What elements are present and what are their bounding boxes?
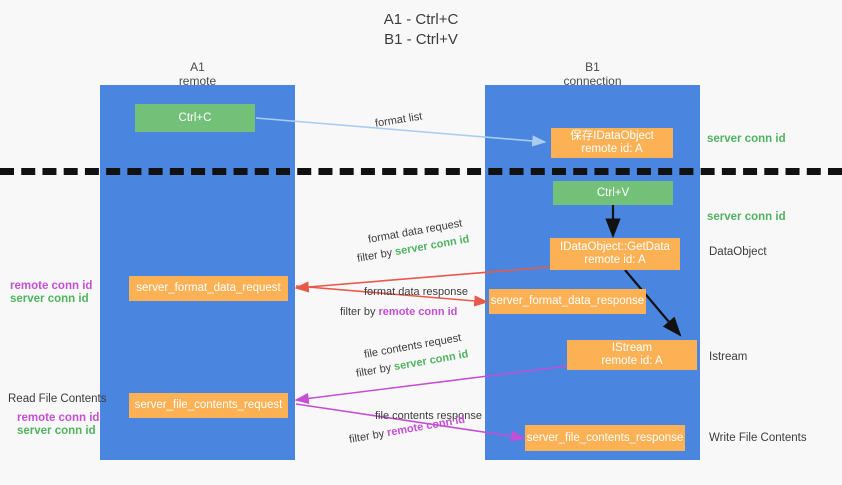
box-ctrl-v[interactable]: Ctrl+V	[553, 181, 673, 205]
caption-fcresp-filter-prefix: filter by	[348, 427, 386, 446]
box-ctrl-v-label: Ctrl+V	[596, 186, 630, 199]
column-b1-role: connection	[563, 74, 622, 88]
caption-fdresp-filter-prefix: filter by	[340, 306, 376, 318]
left-label-read-file-contents: Read File Contents	[8, 393, 107, 405]
box-server-format-data-request-label: server_format_data_request	[136, 282, 281, 294]
box-istream[interactable]: IStream remote id: A	[567, 340, 697, 370]
caption-fdr-filter-prefix: filter by	[356, 246, 394, 265]
box-getdata-subtitle: remote id: A	[584, 254, 646, 266]
column-a1-role: remote	[178, 74, 217, 88]
box-idataobject-getdata[interactable]: IDataObject::GetData remote id: A	[550, 238, 680, 270]
box-server-file-contents-response[interactable]: server_file_contents_response	[525, 425, 685, 451]
column-header-b1: B1 connection	[485, 60, 700, 88]
right-label-dataobject: DataObject	[709, 246, 767, 258]
right-label-server-conn-id-mid: server conn id	[707, 211, 786, 223]
box-server-format-data-response-label: server_format_data_response	[490, 295, 645, 307]
box-istream-title: IStream	[611, 342, 653, 354]
caption-format-list: format list	[374, 110, 424, 130]
title-line-2: B1 - Ctrl+V	[384, 31, 458, 48]
right-label-istream: Istream	[709, 351, 748, 363]
box-server-file-contents-request-label: server_file_contents_request	[134, 399, 283, 411]
column-header-a1: A1 remote	[100, 60, 295, 88]
box-ctrl-c-label: Ctrl+C	[178, 111, 212, 124]
caption-format-data-response-filter: filter by remote conn id	[340, 305, 457, 319]
title-line-1: A1 - Ctrl+C	[383, 11, 459, 28]
caption-fcr-filter-prefix: filter by	[355, 361, 393, 380]
left-label-remote-conn-id-1: remote conn id	[10, 280, 93, 292]
right-label-write-file-contents: Write File Contents	[709, 432, 807, 444]
caption-file-contents-response: file contents response	[375, 410, 483, 422]
box-istream-subtitle: remote id: A	[601, 355, 663, 367]
left-label-remote-conn-id-2: remote conn id	[17, 412, 100, 424]
caption-format-data-response: format data response	[364, 286, 468, 298]
box-server-file-contents-response-label: server_file_contents_response	[526, 431, 684, 444]
box-ctrl-c[interactable]: Ctrl+C	[135, 104, 255, 132]
box-server-format-data-response[interactable]: server_format_data_response	[489, 289, 646, 314]
phase-divider	[0, 168, 842, 175]
column-a1-name: A1	[190, 60, 205, 74]
box-idataobject[interactable]: 保存IDataObject remote id: A	[551, 128, 673, 158]
right-label-server-conn-id-top: server conn id	[707, 133, 786, 145]
box-server-format-data-request[interactable]: server_format_data_request	[129, 276, 288, 301]
column-b1-name: B1	[585, 60, 600, 74]
caption-fdresp-filter-value: remote conn id	[378, 306, 458, 318]
box-server-file-contents-request[interactable]: server_file_contents_request	[129, 393, 288, 418]
box-idataobject-subtitle: remote id: A	[581, 143, 643, 155]
box-getdata-title: IDataObject::GetData	[560, 241, 670, 253]
left-label-server-conn-id-2: server conn id	[17, 425, 96, 437]
page-title: A1 - Ctrl+C B1 - Ctrl+V	[0, 10, 842, 50]
left-label-server-conn-id-1: server conn id	[10, 293, 89, 305]
box-idataobject-title: 保存IDataObject	[570, 130, 654, 142]
